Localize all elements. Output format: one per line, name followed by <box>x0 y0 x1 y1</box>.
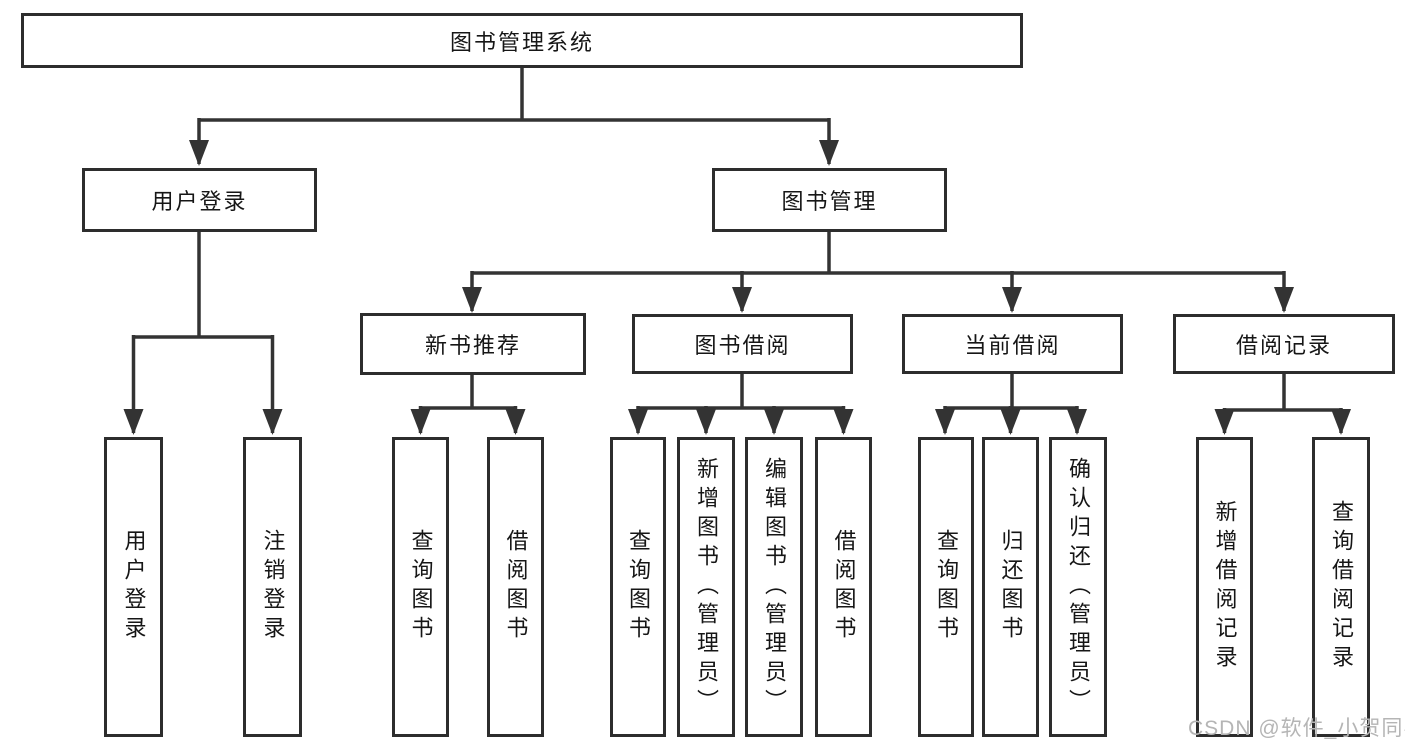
leaf-borrow-books-recommend: 借阅图书 <box>487 437 544 737</box>
leaf-query-borrow-record: 查询借阅记录 <box>1312 437 1370 737</box>
node-new-book-recommend: 新书推荐 <box>360 313 586 375</box>
leaf-borrow-books: 借阅图书 <box>815 437 872 737</box>
node-book-management: 图书管理 <box>712 168 947 232</box>
leaf-query-books-borrowing: 查询图书 <box>610 437 666 737</box>
csdn-watermark: CSDN @软件_小贺同学 <box>1188 717 1405 740</box>
node-library-management-system: 图书管理系统 <box>21 13 1023 68</box>
leaf-edit-books-admin: 编辑图书（管理员） <box>745 437 803 737</box>
leaf-query-books-current: 查询图书 <box>918 437 974 737</box>
node-user-login: 用户登录 <box>82 168 317 232</box>
node-book-borrowing: 图书借阅 <box>632 314 853 374</box>
leaf-user-login: 用户登录 <box>104 437 163 737</box>
leaf-return-books: 归还图书 <box>982 437 1039 737</box>
node-current-borrowing: 当前借阅 <box>902 314 1123 374</box>
leaf-add-borrow-record: 新增借阅记录 <box>1196 437 1253 737</box>
leaf-confirm-return-admin: 确认归还（管理员） <box>1049 437 1107 737</box>
leaf-add-books-admin: 新增图书（管理员） <box>677 437 735 737</box>
node-borrowing-records: 借阅记录 <box>1173 314 1395 374</box>
leaf-query-books-recommend: 查询图书 <box>392 437 449 737</box>
leaf-logout: 注销登录 <box>243 437 302 737</box>
